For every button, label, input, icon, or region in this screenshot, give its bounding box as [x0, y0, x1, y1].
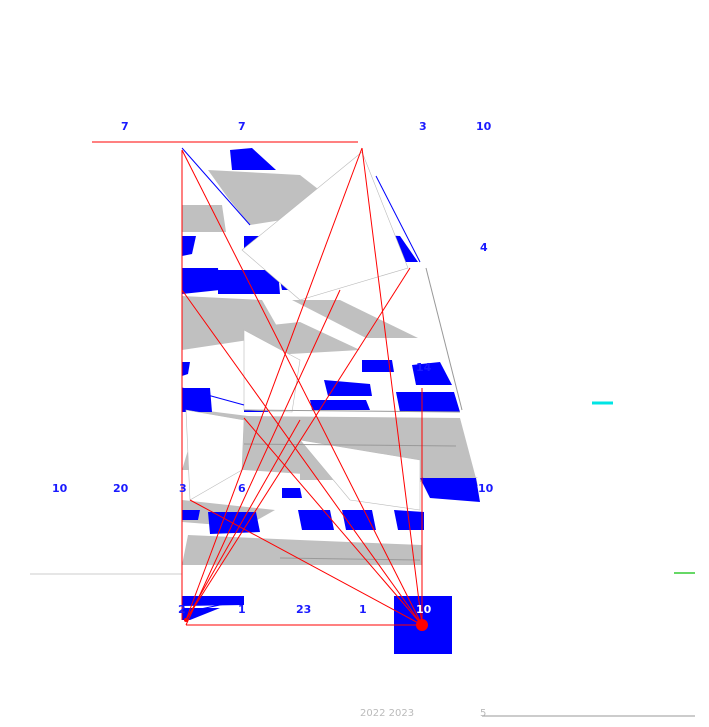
label-top-2: 7 [238, 120, 246, 133]
footer-label-2: 5 [480, 708, 486, 719]
label-inner-mid: 14 [416, 361, 432, 374]
thin-gray-lines [243, 267, 463, 561]
label-mid-3: 3 [179, 482, 187, 495]
label-top-1: 7 [121, 120, 129, 133]
label-mid-1: 10 [52, 482, 68, 495]
thin-lines [181, 147, 479, 613]
white-shapes [185, 151, 421, 511]
label-bottom-5: 10 [416, 603, 432, 616]
label-mid-4: 6 [238, 482, 246, 495]
network-edges [92, 141, 423, 626]
footer-label-1: 2022 2023 [360, 708, 414, 719]
label-bottom-1: 2 [178, 603, 186, 616]
node-bottom-left[interactable] [184, 618, 188, 622]
label-mid-2: 20 [113, 482, 129, 495]
label-bottom-2: 1 [238, 603, 246, 616]
label-right-mid: 4 [480, 241, 488, 254]
label-top-3: 3 [419, 120, 427, 133]
label-bottom-4: 1 [359, 603, 367, 616]
label-bottom-3: 23 [296, 603, 311, 616]
label-top-4: 10 [476, 120, 492, 133]
label-mid-5: 10 [478, 482, 494, 495]
hub-node[interactable] [416, 619, 428, 631]
